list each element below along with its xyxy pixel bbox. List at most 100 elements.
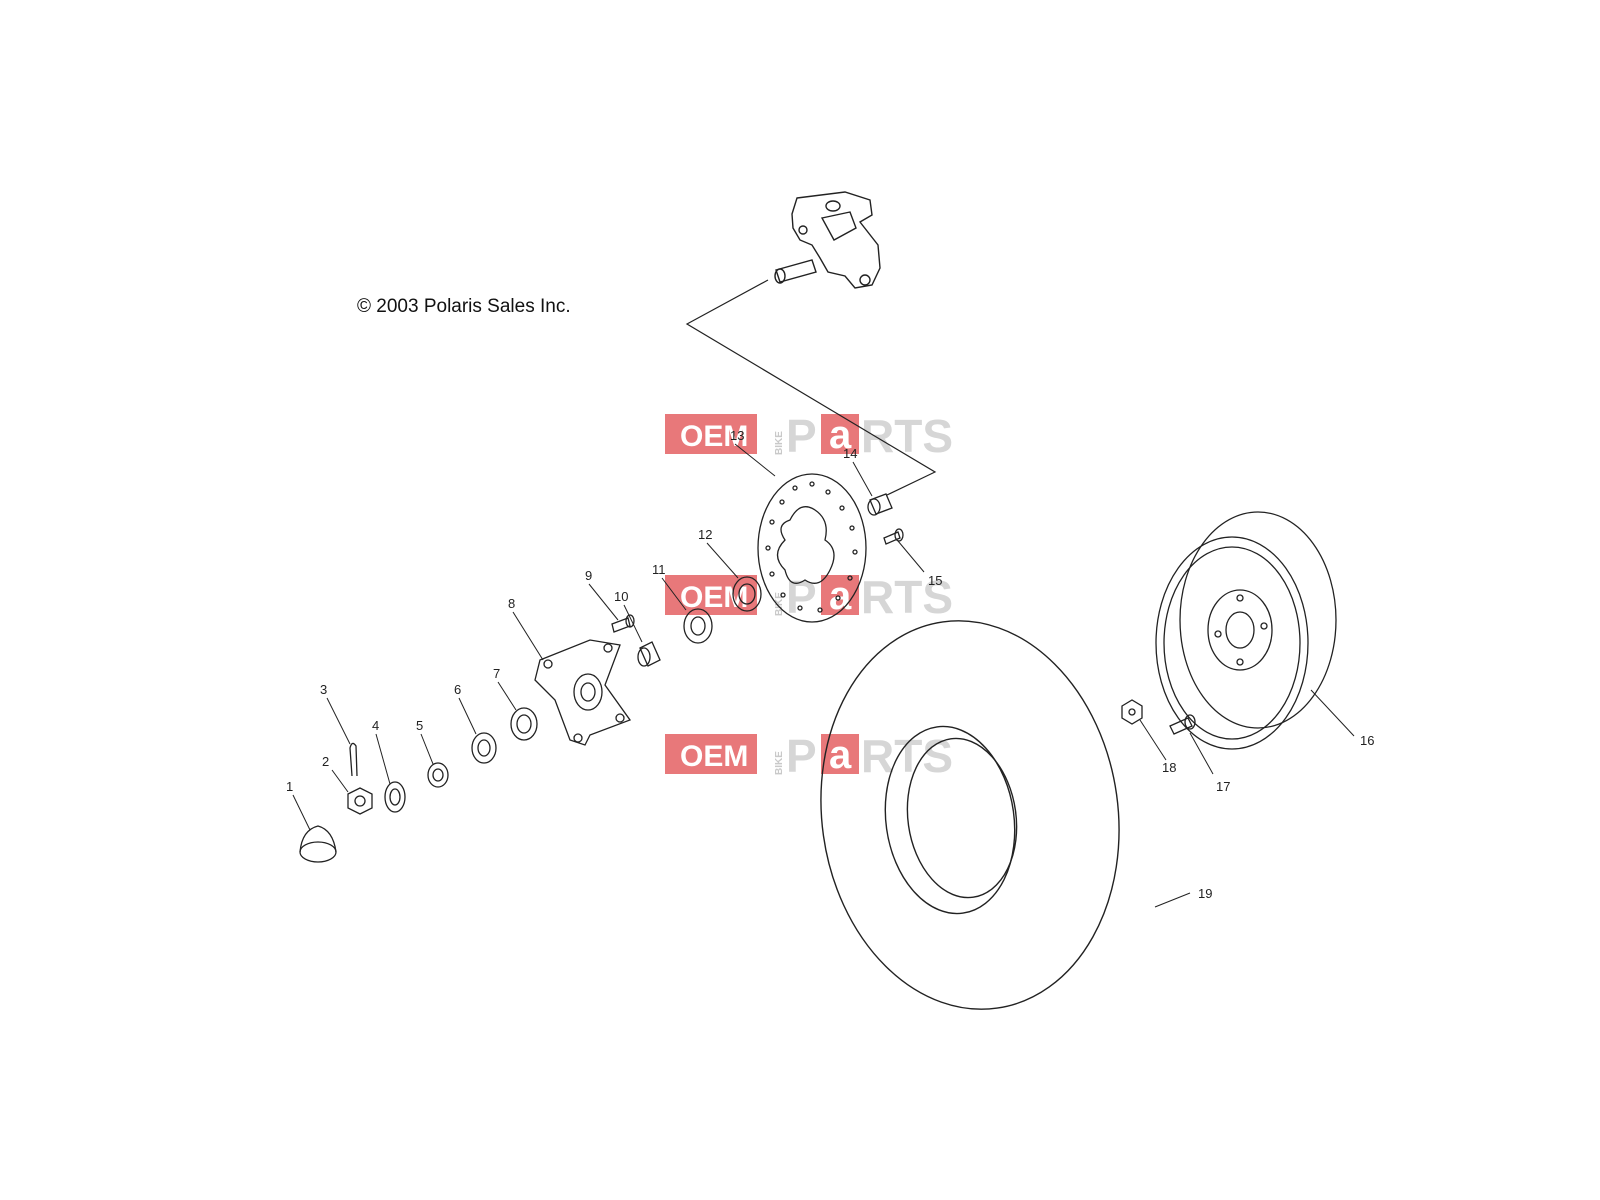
disc-hole (780, 592, 786, 598)
cotter-pin-shape (349, 742, 358, 777)
leader-16 (1310, 689, 1355, 737)
bearing-inner (690, 616, 706, 636)
seal-inner (477, 739, 491, 757)
part-10-spacer (637, 641, 661, 667)
disc-hole (797, 605, 803, 611)
spindle-hole-bottom (859, 274, 871, 286)
tire-outer (820, 620, 1120, 1010)
callout-2: 2 (322, 754, 329, 769)
spindle-illustration (774, 191, 881, 289)
callout-14: 14 (843, 446, 857, 461)
bolt-shank (883, 531, 901, 545)
disc-hole (769, 571, 775, 577)
part-17-valve-stem (1169, 714, 1196, 735)
watermark-3-rts: RTS (861, 730, 953, 782)
watermark-3-a-bg (821, 734, 859, 774)
watermark-1-p: P (786, 410, 817, 462)
seal-outer (732, 576, 762, 612)
tire-inner-wall (906, 737, 1018, 899)
callout-labels: 1 2 3 4 5 6 7 8 9 10 11 12 13 14 15 16 1… (286, 428, 1374, 901)
tire-bead (884, 725, 1016, 915)
leader-15 (897, 540, 925, 573)
copyright-text: © 2003 Polaris Sales Inc. (357, 296, 571, 317)
disc-hole (792, 485, 798, 491)
washer-inner (389, 788, 401, 806)
spacer-inner (432, 768, 444, 782)
bolt-head (894, 528, 904, 542)
spindle-hole-top (825, 200, 841, 212)
watermark-2: OEM BIKE P a RTS (665, 571, 953, 623)
callout-18: 18 (1162, 760, 1176, 775)
brake-disc-outer (757, 473, 867, 623)
leader-18 (1139, 719, 1167, 761)
bearing-outer (510, 707, 538, 741)
callout-4: 4 (372, 718, 379, 733)
part-16-wheel-rim (1155, 511, 1337, 750)
rim-front-edge (1155, 536, 1309, 750)
watermark-1-a: a (829, 413, 852, 457)
callout-9: 9 (585, 568, 592, 583)
part-15-bolt (883, 528, 904, 545)
seal-outer (471, 732, 497, 764)
hub-flange (534, 639, 632, 746)
part-7-bearing (510, 707, 538, 741)
callout-11: 11 (652, 562, 666, 577)
leader-3 (326, 697, 351, 745)
rim-back-edge (1179, 511, 1337, 729)
part-11-bearing (683, 608, 713, 644)
watermark-2-bike: BIKE (774, 592, 785, 616)
watermark-3-bike: BIKE (774, 751, 785, 775)
watermark-1-oem: OEM (680, 420, 748, 453)
part-19-tire (820, 620, 1120, 1010)
callout-5: 5 (416, 718, 423, 733)
rim-lug-hole (1236, 658, 1244, 666)
leader-17 (1189, 732, 1214, 775)
disc-hole (817, 607, 823, 613)
hub-stud-hole-3 (615, 713, 625, 723)
leader-14 (852, 461, 873, 497)
valve-stem-cap (1184, 714, 1196, 730)
spindle-shaft-end (774, 268, 786, 284)
disc-hole (849, 525, 855, 531)
leader-1 (292, 794, 311, 831)
leader-12 (706, 542, 739, 579)
watermark-3: OEM BIKE P a RTS (665, 730, 953, 782)
callout-10: 10 (614, 589, 628, 604)
bearing-outer (683, 608, 713, 644)
part-1-hub-cap (299, 825, 337, 863)
callout-17: 17 (1216, 779, 1230, 794)
stud-shank (611, 617, 631, 633)
callout-8: 8 (508, 596, 515, 611)
leader-11 (661, 577, 687, 611)
watermark-1-bg (665, 414, 757, 454)
assembly-centerline (685, 279, 937, 496)
disc-hole (765, 545, 771, 551)
leader-4 (375, 733, 391, 785)
rim-front-lip (1163, 546, 1301, 740)
spindle-hole-left (798, 225, 808, 235)
leader-13 (734, 443, 776, 477)
spindle-arm (820, 211, 857, 241)
spindle-body (791, 191, 881, 289)
hub-cap-rim (299, 841, 337, 863)
leader-19 (1154, 892, 1191, 908)
rim-center-plate (1207, 589, 1273, 671)
watermark-3-a: a (829, 733, 852, 777)
bushing-body (869, 493, 893, 515)
callout-19: 19 (1198, 886, 1212, 901)
disc-hole (835, 595, 841, 601)
spindle-shaft (775, 259, 817, 283)
watermark-2-bg (665, 575, 757, 615)
callout-12: 12 (698, 527, 712, 542)
callout-3: 3 (320, 682, 327, 697)
stud-head (625, 614, 635, 628)
watermark-1-bike: BIKE (774, 431, 785, 455)
leader-9 (588, 583, 619, 621)
leader-8 (512, 611, 544, 661)
valve-stem-body (1169, 717, 1193, 735)
watermark-2-a: a (829, 574, 852, 618)
spacer-end (637, 647, 651, 667)
brake-disc-center-cutout (776, 506, 835, 584)
lug-nut-hole (1128, 708, 1136, 716)
